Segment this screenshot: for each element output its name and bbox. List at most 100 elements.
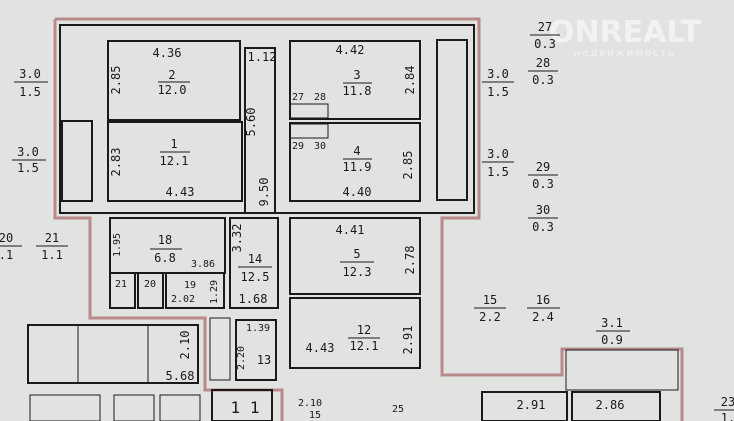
label-15-bottom: 15 (309, 410, 321, 421)
dimension-label: 1.1 (41, 248, 63, 262)
label-15: 152.2 (474, 293, 506, 324)
elevator-label: 1 1 (231, 398, 260, 417)
window-label-left-2: 3.01.5 (12, 145, 46, 175)
dimension-label: 3.0 (487, 67, 509, 81)
dim-2-86: 2.86 (596, 398, 625, 412)
label-30: 300.3 (528, 203, 558, 234)
dimension-label: 2.84 (403, 66, 417, 95)
room-13: 1.39 13 2.20 (236, 323, 271, 370)
room-14: 14 12.5 1.68 3.32 (230, 224, 272, 306)
dimension-label: 12.3 (343, 265, 372, 279)
dimension-label: 3.32 (230, 224, 244, 253)
label-21-out: 211.1 (36, 231, 68, 262)
closet-30: 30 (314, 141, 326, 152)
dimension-label: 5.68 (166, 369, 195, 383)
watermark-brand: ONREALT (549, 15, 702, 50)
stairwell: 2.10 5.68 (166, 331, 195, 383)
dimension-label: 12.0 (158, 83, 187, 97)
dimension-label: 20 (0, 231, 13, 245)
room-3: 4.42 3 11.8 2.84 (336, 43, 417, 98)
dimension-label: 1.5 (17, 161, 39, 175)
dimension-label: 1.5 (487, 165, 509, 179)
corridor-dimensions: 1.12 5.60 9.50 (244, 50, 276, 206)
label-16: 162.4 (527, 293, 560, 324)
dimension-label: 2.85 (401, 151, 415, 180)
closet-27: 27 (292, 92, 304, 103)
dimension-label: 23 (721, 395, 734, 409)
walls (27, 24, 679, 421)
dimension-label: 12.1 (160, 154, 189, 168)
dimension-label: 11.8 (343, 84, 372, 98)
dimension-label: 5.60 (244, 108, 258, 137)
dimension-label: 4.36 (153, 46, 182, 60)
dimension-label: 1.29 (209, 280, 220, 304)
dimension-label: 30 (536, 203, 550, 217)
dimension-label: 18 (158, 233, 172, 247)
label-3-1: 3.10.9 (596, 316, 630, 347)
dimension-label: 2.02 (171, 294, 195, 305)
dimension-label: 2.10 (178, 331, 192, 360)
window-label-right-1: 3.01.5 (482, 67, 514, 99)
dimension-label: 3.86 (191, 259, 215, 270)
dimension-label: 0.3 (532, 220, 554, 234)
label-20-out: 20.1 (0, 231, 22, 262)
dimension-label: 4.43 (166, 185, 195, 199)
dimension-label: 14 (248, 252, 262, 266)
dimension-label: 2 (168, 68, 175, 82)
room-4: 4 11.9 4.40 2.85 (343, 144, 415, 199)
wc-21: 21 (115, 279, 127, 290)
dimension-label: 2.78 (403, 246, 417, 275)
dimension-label: 11.9 (343, 160, 372, 174)
dimension-label: .1 (0, 248, 13, 262)
apartment-boundary (53, 17, 684, 421)
dim-2-91: 2.91 (517, 398, 546, 412)
dimension-label: 4.43 (306, 341, 335, 355)
wc-20: 20 (144, 279, 156, 290)
dimension-label: 3 (353, 68, 360, 82)
dimension-label: 28 (536, 56, 550, 70)
dimension-label: 4.40 (343, 185, 372, 199)
watermark-tagline: недвижимость (574, 48, 676, 59)
dimension-label: 13 (257, 353, 271, 367)
dimension-label: 12.1 (350, 339, 379, 353)
room-12: 12 12.1 4.43 2.91 (306, 323, 415, 355)
dimension-label: 2.20 (236, 346, 247, 370)
dimension-label: 2.91 (401, 326, 415, 355)
dimension-label: 4.42 (336, 43, 365, 57)
dimension-label: 1. (721, 411, 734, 421)
room-18: 18 6.8 3.86 1.95 (112, 233, 215, 270)
dimension-label: 19 (184, 280, 196, 291)
label-29: 290.3 (528, 160, 558, 191)
dimension-label: 29 (536, 160, 550, 174)
dimension-label: 2.4 (532, 310, 554, 324)
dimension-label: 1.68 (239, 292, 268, 306)
window-label-left-1: 3.01.5 (14, 67, 48, 99)
dimension-label: 0.9 (601, 333, 623, 347)
dimension-label: 16 (536, 293, 550, 307)
dimension-label: 2.85 (109, 66, 123, 95)
label-28: 280.3 (528, 56, 558, 87)
dimension-label: 4 (353, 144, 360, 158)
dimension-label: 9.50 (257, 178, 271, 207)
dimension-label: 1.12 (248, 50, 277, 64)
label-27: 270.3 (530, 20, 560, 51)
dimension-label: 27 (538, 20, 552, 34)
dimension-label: 12 (357, 323, 371, 337)
dimension-label: 1.5 (19, 85, 41, 99)
dimension-label: 1 (170, 137, 177, 151)
dimension-label: 0.3 (532, 177, 554, 191)
dimension-label: 12.5 (241, 270, 270, 284)
window-label-right-2: 3.01.5 (482, 147, 514, 179)
dimension-label: 3.0 (19, 67, 41, 81)
closet-29: 29 (292, 141, 304, 152)
dimension-label: 6.8 (154, 251, 176, 265)
dimension-label: 0.3 (532, 73, 554, 87)
dimension-label: 2.2 (479, 310, 501, 324)
dimension-label: 0.3 (534, 37, 556, 51)
dimension-label: 21 (45, 231, 59, 245)
dimension-label: 5 (353, 247, 360, 261)
dimension-label: 1.39 (246, 323, 270, 334)
dimension-label: 4.41 (336, 223, 365, 237)
dimension-label: 3.1 (601, 316, 623, 330)
